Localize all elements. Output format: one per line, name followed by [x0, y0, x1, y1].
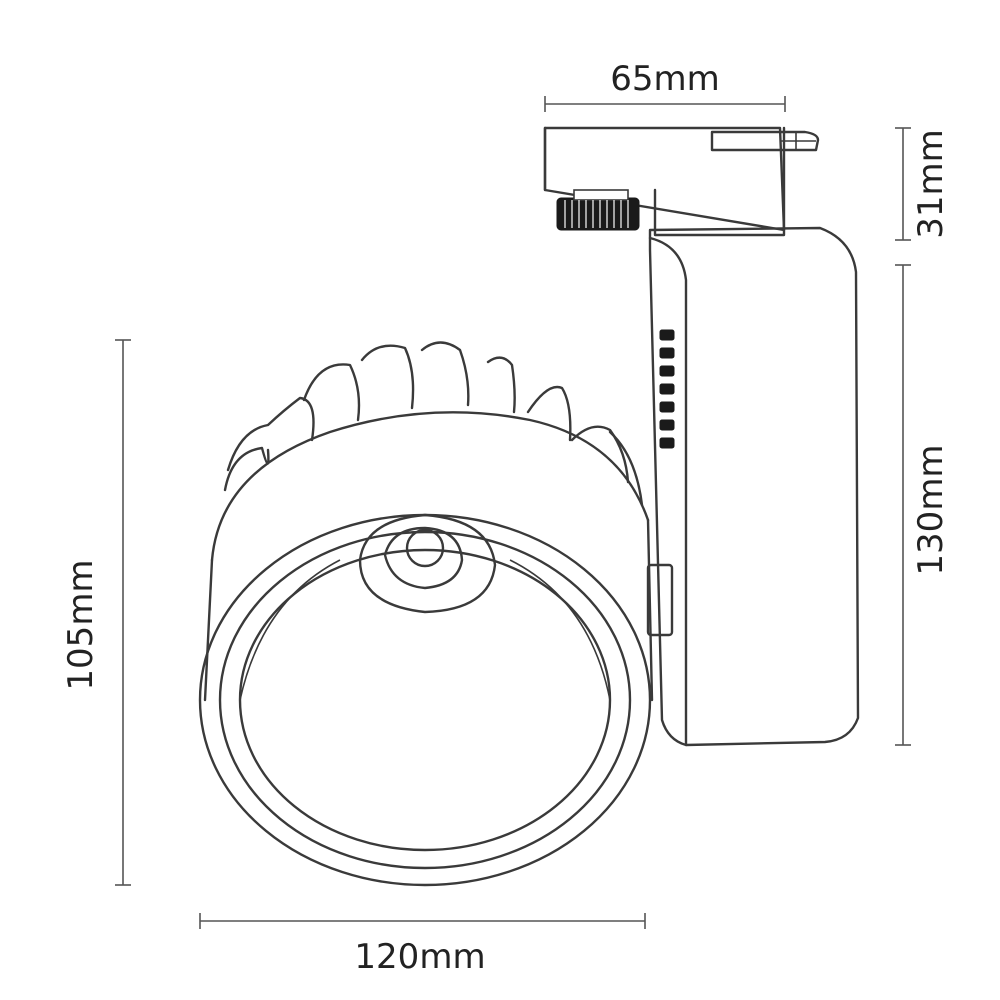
dimension-label-head-width: 120mm [354, 937, 485, 977]
dimension-label-mount-height: 31mm [911, 129, 951, 239]
dimension-top-width: 65mm [544, 59, 786, 112]
dimension-label-body-height: 130mm [911, 444, 951, 575]
dimension-label-top-width: 65mm [610, 59, 720, 99]
track-adapter [543, 126, 820, 237]
driver-body [646, 226, 860, 747]
dimension-mount-height: 31mm [895, 127, 951, 241]
knurled-knob [556, 189, 640, 231]
dimension-head-height: 105mm [61, 339, 131, 886]
dimension-head-width: 120mm [199, 913, 646, 977]
dimension-label-head-height: 105mm [61, 559, 101, 690]
lamp-head [198, 411, 654, 887]
vent-slots [659, 329, 675, 449]
dimension-body-height: 130mm [895, 264, 951, 746]
heat-sink-fins [223, 341, 644, 507]
